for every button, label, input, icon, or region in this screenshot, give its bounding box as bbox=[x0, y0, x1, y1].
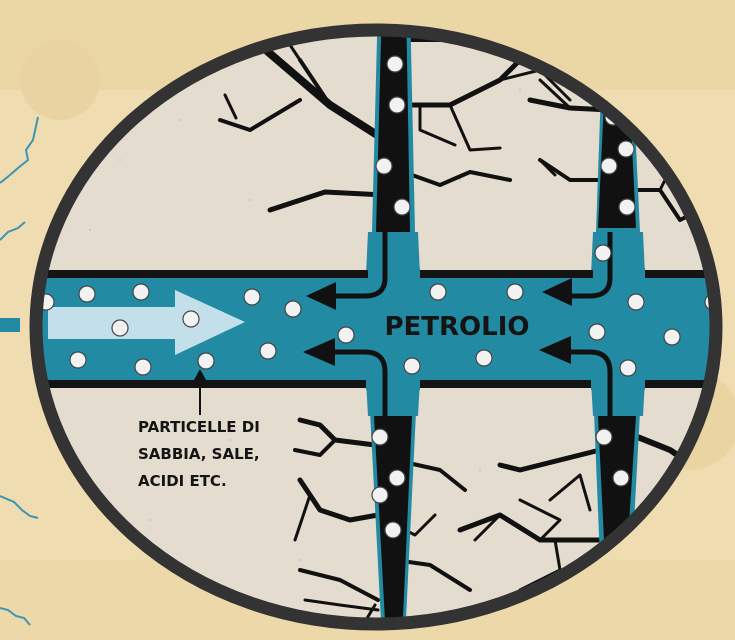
throat-upper-right bbox=[591, 232, 645, 275]
particles bbox=[37, 55, 716, 539]
vein-lines bbox=[0, 116, 39, 626]
return-arrowheads bbox=[303, 278, 572, 366]
annotation-line-1: PARTICELLE DI bbox=[138, 418, 260, 436]
annotation-arrowhead bbox=[194, 369, 206, 380]
magnifier-rim bbox=[29, 23, 723, 631]
return-arrows bbox=[330, 232, 613, 416]
wellbore-stub bbox=[0, 318, 20, 332]
annotation-line-3: ACIDI ETC. bbox=[138, 472, 227, 490]
injection-flow-arrow bbox=[48, 290, 245, 355]
annotation-line-2: SABBIA, SALE, bbox=[138, 445, 260, 463]
throat-upper-left bbox=[366, 232, 420, 275]
label-petrolio: PETROLIO bbox=[384, 312, 529, 342]
